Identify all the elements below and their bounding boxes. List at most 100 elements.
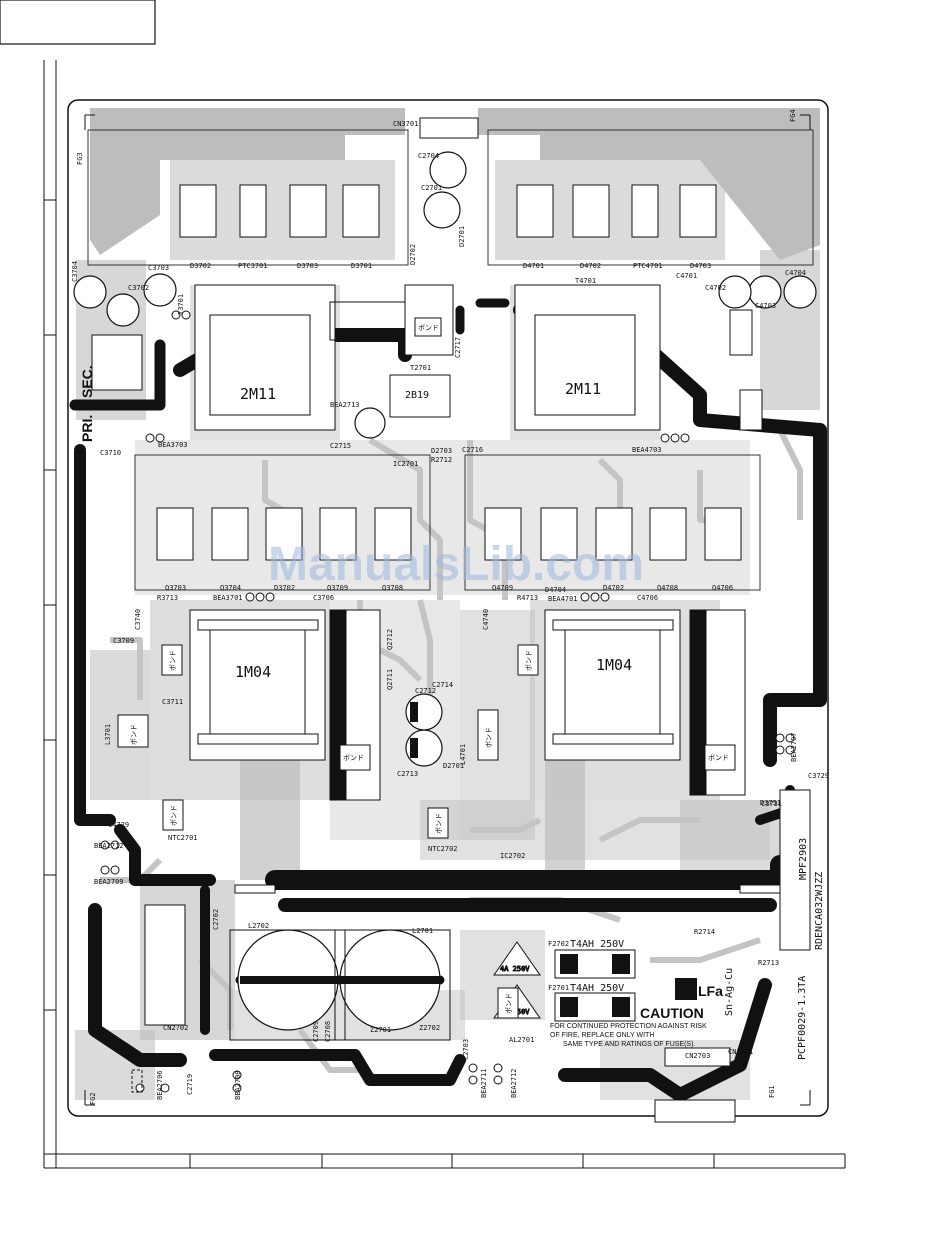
component-ref: C3702 [128, 284, 149, 292]
component-ref: R4713 [517, 594, 538, 602]
bond-label: ボンド [343, 754, 364, 762]
component-ref: C4702 [705, 284, 726, 292]
component-ref: Q4708 [657, 584, 678, 592]
bond-label: ボンド [418, 324, 439, 332]
component-ref: D4702 [580, 262, 601, 270]
transformer-label: 2B19 [405, 390, 429, 401]
component-ref: D3703 [297, 262, 318, 270]
component-ref: C2703 [462, 1039, 470, 1060]
component-ref: NTC2701 [168, 834, 198, 842]
component-ref: C3709 [113, 637, 134, 645]
bond-label: ボンド [708, 754, 729, 762]
component-ref: CN2702 [163, 1024, 188, 1032]
component-ref: PTC3701 [238, 262, 268, 270]
component-ref: NTC2702 [428, 845, 458, 853]
component-ref: C3740 [134, 609, 142, 630]
component-ref: FG2 [89, 1092, 97, 1105]
component-ref: BEA2712 [94, 842, 124, 850]
component-ref: C3731 [761, 800, 782, 808]
heatsinks [87, 129, 814, 591]
component-ref: C4701 [676, 272, 697, 280]
component-ref: BEA4703 [632, 446, 662, 454]
component-ref: D3701 [351, 262, 372, 270]
component-ref: C3711 [162, 698, 183, 706]
component-ref: T4701 [575, 277, 596, 285]
connectors [91, 117, 763, 1123]
solder-type: Sn-Ag-Cu [724, 968, 735, 1016]
component-ref: D2701 [443, 762, 464, 770]
component-ref: C3710 [100, 449, 121, 457]
transformer-pins [197, 619, 781, 894]
caution-line: SAME TYPE AND RATINGS OF FUSE(S). [563, 1041, 695, 1048]
component-ref: C2712 [415, 687, 436, 695]
component-ref: C2708 [324, 1021, 332, 1042]
isolation-labels: PRI. SEC. [79, 365, 95, 442]
component-ref: L2701 [412, 927, 433, 935]
transformer-2b19: 2B19 [389, 374, 451, 418]
component-ref: Z2701 [370, 1026, 391, 1034]
component-ref: R2714 [694, 928, 715, 936]
component-ref: C3706 [313, 594, 334, 602]
component-ref: BEA2712 [510, 1068, 518, 1098]
component-ref: C2702 [212, 909, 220, 930]
component-ref: FG3 [76, 152, 84, 165]
page-frame [0, 0, 846, 1169]
watermark: ManualsLib.com [268, 538, 644, 591]
component-ref: C2715 [330, 442, 351, 450]
bond-labels: ボンド ボンド ボンド ボンド ボンド ボンド ボンド ボンド ボンド ボンド [117, 317, 736, 1019]
caution-block: CAUTION FOR CONTINUED PROTECTION AGAINST… [550, 1005, 707, 1048]
component-ref: Q3709 [327, 584, 348, 592]
component-ref: Q2711 [386, 669, 394, 690]
component-ref: L4701 [459, 744, 467, 765]
component-ref: D4704 [545, 586, 566, 594]
component-ref: D2702 [409, 244, 417, 265]
bond-label: ボンド [130, 724, 138, 745]
component-ref: C4703 [755, 302, 776, 310]
secondary-label: SEC. [79, 365, 95, 398]
component-ref: BEA3701 [213, 594, 243, 602]
component-ref-labels: CN3701 C2704 C2701 D3702 PTC3701 D3703 D… [71, 109, 829, 1105]
fuse-f2702: F2702 T4AH 250V [548, 939, 636, 979]
part-code: RDENCA032WJZZ [814, 872, 825, 950]
component-ref: L2702 [248, 922, 269, 930]
pcb-code: PCPF0029-1.3TA [797, 976, 808, 1060]
component-ref: IC2702 [500, 852, 525, 860]
component-pads [100, 310, 795, 1093]
component-ref: BEA3703 [158, 441, 188, 449]
component-ref: C2709 [312, 1021, 320, 1042]
component-ref: D2703 [431, 447, 452, 455]
transformer-label: 2M11 [565, 380, 601, 398]
component-ref: CN3701 [728, 1048, 753, 1056]
component-ref: D4702 [603, 584, 624, 592]
component-ref: Q4709 [492, 584, 513, 592]
bond-label: ボンド [169, 650, 177, 671]
component-ref: C2704 [418, 152, 439, 160]
bond-label: ボンド [435, 813, 443, 834]
component-ref: BEA2706 [156, 1070, 164, 1100]
component-ref: Q4706 [712, 584, 733, 592]
component-ref: BEA2713 [330, 401, 360, 409]
inductor-outlines [229, 929, 451, 1041]
component-ref: BEA4701 [548, 595, 578, 603]
component-ref: C2717 [454, 337, 462, 358]
middle-power-devices [156, 507, 742, 561]
transformer-label: 2M11 [240, 385, 276, 403]
component-ref: Q3708 [382, 584, 403, 592]
capacitor-stripes [240, 702, 440, 984]
component-ref: PTC4701 [633, 262, 663, 270]
bond-label: ボンド [170, 805, 178, 826]
component-ref: C4706 [637, 594, 658, 602]
component-ref: FG4 [789, 109, 797, 122]
component-ref: C3704 [71, 261, 79, 282]
component-ref: C4704 [785, 269, 806, 277]
transformer-label: 1M04 [596, 656, 632, 674]
component-ref: BEA2707 [790, 732, 798, 762]
component-ref: Z2702 [419, 1024, 440, 1032]
component-ref: IC2701 [393, 460, 418, 468]
component-ref: D3751 [760, 799, 781, 807]
component-ref: L3701 [104, 724, 112, 745]
component-ref: C2716 [462, 446, 483, 454]
fuse-ref: F2701 [548, 984, 569, 992]
component-ref: R3713 [157, 594, 178, 602]
component-ref: D4701 [523, 262, 544, 270]
